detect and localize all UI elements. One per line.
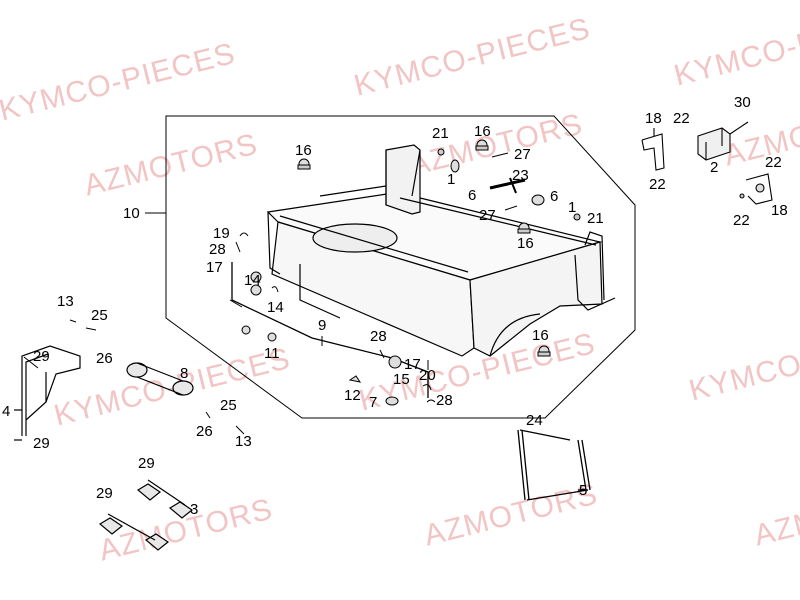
callout-19: 19 <box>213 225 230 242</box>
callout-14: 14 <box>267 299 284 316</box>
callout-24: 24 <box>526 412 543 429</box>
callout-7: 7 <box>369 394 378 411</box>
callout-13: 13 <box>235 433 252 450</box>
callout-8: 8 <box>180 365 189 382</box>
callout-22: 22 <box>765 154 782 171</box>
callout-6: 6 <box>550 188 559 205</box>
gas-strut-5 <box>517 429 591 501</box>
small-parts <box>235 139 581 406</box>
grommet-8 <box>126 362 194 396</box>
callout-29: 29 <box>33 348 50 365</box>
callout-21: 21 <box>432 125 449 142</box>
callout-17: 17 <box>206 259 223 276</box>
rod-9 <box>231 262 429 398</box>
callout-29: 29 <box>96 485 113 502</box>
assembly-boundary <box>165 115 636 419</box>
callout-15: 15 <box>393 371 410 388</box>
callout-22: 22 <box>649 176 666 193</box>
callout-26: 26 <box>96 350 113 367</box>
callout-23: 23 <box>512 167 529 184</box>
callout-26: 26 <box>196 423 213 440</box>
callout-20: 20 <box>419 367 436 384</box>
callout-18: 18 <box>645 110 662 127</box>
callout-5: 5 <box>579 482 588 499</box>
callout-17: 17 <box>404 356 421 373</box>
callout-28: 28 <box>209 241 226 258</box>
callout-14: 14 <box>244 272 261 289</box>
callout-16: 16 <box>517 235 534 252</box>
bracket-18-left <box>641 128 665 171</box>
callout-1: 1 <box>568 199 577 216</box>
clips-3 <box>98 479 194 551</box>
callout-29: 29 <box>33 435 50 452</box>
callout-1: 1 <box>447 171 456 188</box>
callout-11: 11 <box>264 345 280 362</box>
callout-22: 22 <box>673 110 690 127</box>
callout-10: 10 <box>123 205 140 222</box>
callout-12: 12 <box>344 387 361 404</box>
callout-29: 29 <box>138 455 155 472</box>
callout-25: 25 <box>220 397 237 414</box>
callout-30: 30 <box>734 94 751 111</box>
callout-16: 16 <box>532 327 549 344</box>
callout-16: 16 <box>474 123 491 140</box>
callout-27: 27 <box>514 146 531 163</box>
callout-28: 28 <box>370 328 387 345</box>
callout-3: 3 <box>190 501 199 518</box>
cargo-box <box>266 144 616 357</box>
sensor-2 <box>697 121 749 161</box>
bracket-18-right <box>739 173 773 205</box>
callout-18: 18 <box>771 202 788 219</box>
callout-27: 27 <box>479 207 496 224</box>
callout-9: 9 <box>318 317 327 334</box>
bracket-4 <box>14 345 81 441</box>
callout-16: 16 <box>295 142 312 159</box>
callout-4: 4 <box>2 403 11 420</box>
callout-2: 2 <box>710 159 719 176</box>
callout-6: 6 <box>468 187 477 204</box>
callout-22: 22 <box>733 212 750 229</box>
callout-28: 28 <box>436 392 453 409</box>
callout-21: 21 <box>587 210 604 227</box>
callout-13: 13 <box>57 293 74 310</box>
callout-25: 25 <box>91 307 108 324</box>
